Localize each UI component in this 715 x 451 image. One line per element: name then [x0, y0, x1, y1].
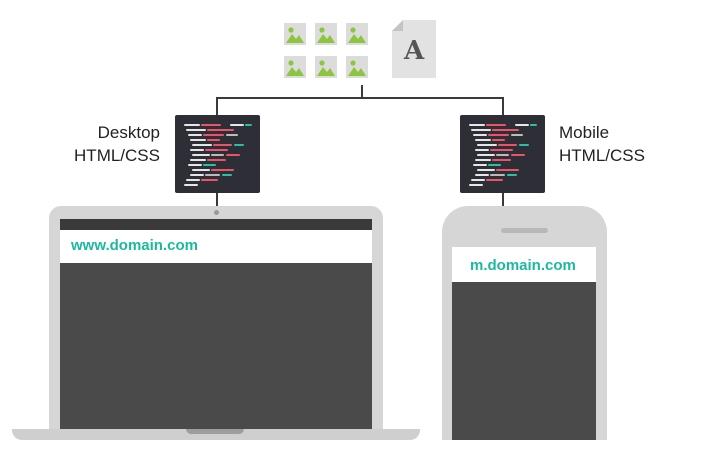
mobile-url: m.domain.com	[470, 257, 576, 274]
connector-line	[502, 97, 504, 116]
mobile-code-icon	[460, 115, 545, 193]
mobile-label-line1: Mobile	[559, 123, 610, 142]
laptop-base	[12, 429, 420, 440]
browser-bar	[60, 219, 372, 230]
address-bar: www.domain.com	[60, 230, 372, 263]
phone-address-bar: m.domain.com	[452, 247, 596, 282]
desktop-code-icon	[175, 115, 260, 193]
desktop-label-line2: HTML/CSS	[74, 146, 160, 165]
trackpad-notch	[186, 429, 244, 434]
desktop-url: www.domain.com	[71, 237, 198, 254]
font-glyph: A	[404, 36, 425, 66]
image-icon	[346, 23, 368, 45]
connector-line	[216, 97, 218, 116]
desktop-label: Desktop HTML/CSS	[62, 121, 160, 167]
image-icon	[315, 56, 337, 78]
connector-line	[361, 85, 363, 98]
mobile-label-line2: HTML/CSS	[559, 146, 645, 165]
image-icon	[284, 23, 306, 45]
image-icon	[346, 56, 368, 78]
connector-line	[216, 97, 504, 99]
mobile-label: Mobile HTML/CSS	[559, 121, 669, 167]
font-file-icon: A	[391, 19, 437, 79]
connector-line	[216, 192, 218, 206]
phone-speaker	[501, 228, 548, 233]
camera-dot	[214, 210, 219, 215]
image-icon	[284, 56, 306, 78]
desktop-label-line1: Desktop	[97, 123, 160, 142]
connector-line	[502, 192, 504, 206]
image-icon	[315, 23, 337, 45]
